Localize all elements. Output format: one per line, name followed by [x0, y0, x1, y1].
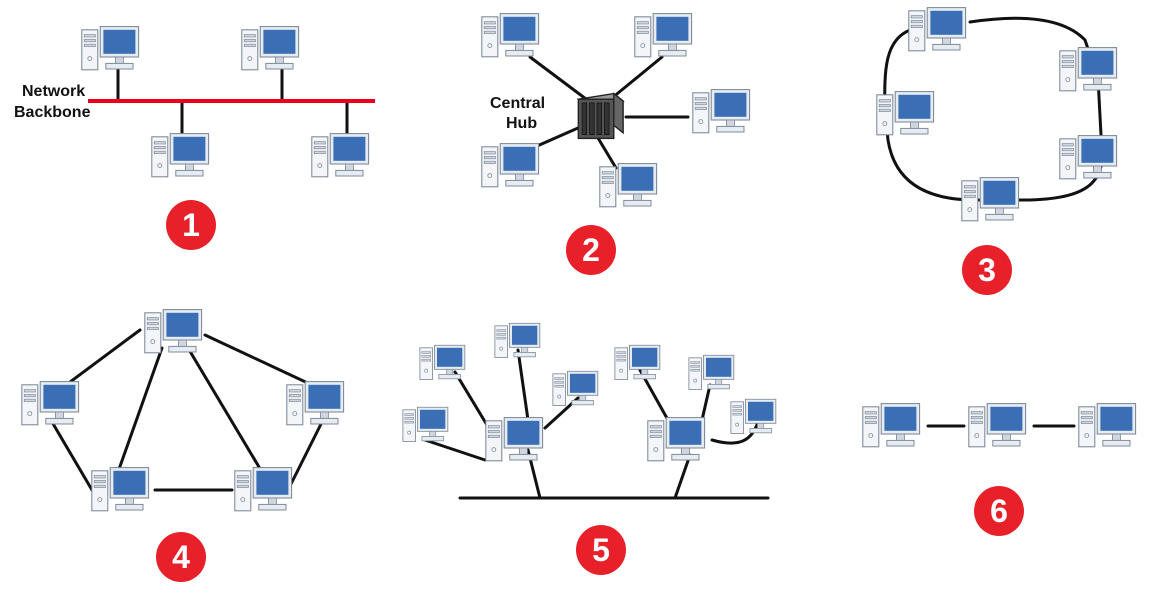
computer-icon [481, 12, 540, 58]
computer-icon [286, 380, 345, 426]
computer-icon [91, 466, 150, 512]
computer-icon [494, 322, 541, 358]
computer-icon [961, 176, 1020, 222]
mesh-link [286, 420, 324, 492]
computer-icon [552, 370, 599, 406]
computer-icon [241, 25, 300, 71]
line-topology: 6 [862, 402, 1137, 536]
computer-icon [908, 6, 967, 52]
computer-icon [688, 354, 735, 390]
computer-icon [21, 380, 80, 426]
mesh-link [116, 346, 164, 474]
topology-number-badge [576, 525, 626, 575]
mesh-topology: 4 [21, 308, 345, 582]
topology-number-badge [974, 486, 1024, 536]
computer-icon [634, 12, 693, 58]
topology-number-badge [566, 225, 616, 275]
hub-icon [577, 92, 624, 140]
computer-icon [730, 398, 777, 434]
computer-icon [876, 90, 935, 136]
computer-icon [481, 142, 540, 188]
computer-icon [647, 416, 706, 462]
mesh-link [60, 328, 142, 390]
topology-number: 6 [990, 493, 1008, 529]
computer-icon [402, 406, 449, 442]
topology-number-badge [166, 200, 216, 250]
bus-topology: Network Backbone 1 [14, 25, 375, 250]
computer-icon [311, 132, 370, 178]
star-link [610, 55, 664, 100]
topology-number-badge [156, 532, 206, 582]
tree-branch-line [673, 453, 692, 500]
topology-number: 4 [172, 539, 190, 575]
computer-icon [968, 402, 1027, 448]
computer-icon [614, 344, 661, 380]
computer-icon [234, 466, 293, 512]
star-link [528, 55, 592, 104]
mesh-link [50, 420, 94, 492]
computer-icon [485, 416, 544, 462]
computer-icon [419, 344, 466, 380]
topology-number: 3 [978, 252, 996, 288]
star-topology: Central Hub 2 [481, 12, 751, 275]
star-link [596, 136, 618, 170]
topology-number-badge [962, 245, 1012, 295]
topology-number: 5 [592, 532, 610, 568]
tree-branch-line [516, 348, 530, 422]
topology-number: 2 [582, 232, 600, 268]
computer-icon [1078, 402, 1137, 448]
backbone-label: Network Backbone [14, 83, 91, 121]
computer-icon [862, 402, 921, 448]
computer-icon [692, 88, 751, 134]
computer-icon [599, 162, 658, 208]
tree-branch-line [453, 370, 492, 432]
computer-icon [144, 308, 203, 354]
central-hub-label: Central Hub [490, 95, 550, 132]
topology-number: 1 [182, 207, 200, 243]
computer-icon [1059, 46, 1118, 92]
computer-icon [81, 25, 140, 71]
computer-icon [1059, 134, 1118, 180]
ring-topology: 3 [876, 6, 1118, 295]
mesh-link [203, 333, 314, 387]
computer-icon [151, 132, 210, 178]
tree-topology: 5 [402, 322, 777, 575]
tree-branch-line [423, 438, 487, 462]
mesh-link [186, 346, 264, 474]
tree-branch-line [700, 383, 712, 422]
tree-branch-line [710, 420, 760, 445]
